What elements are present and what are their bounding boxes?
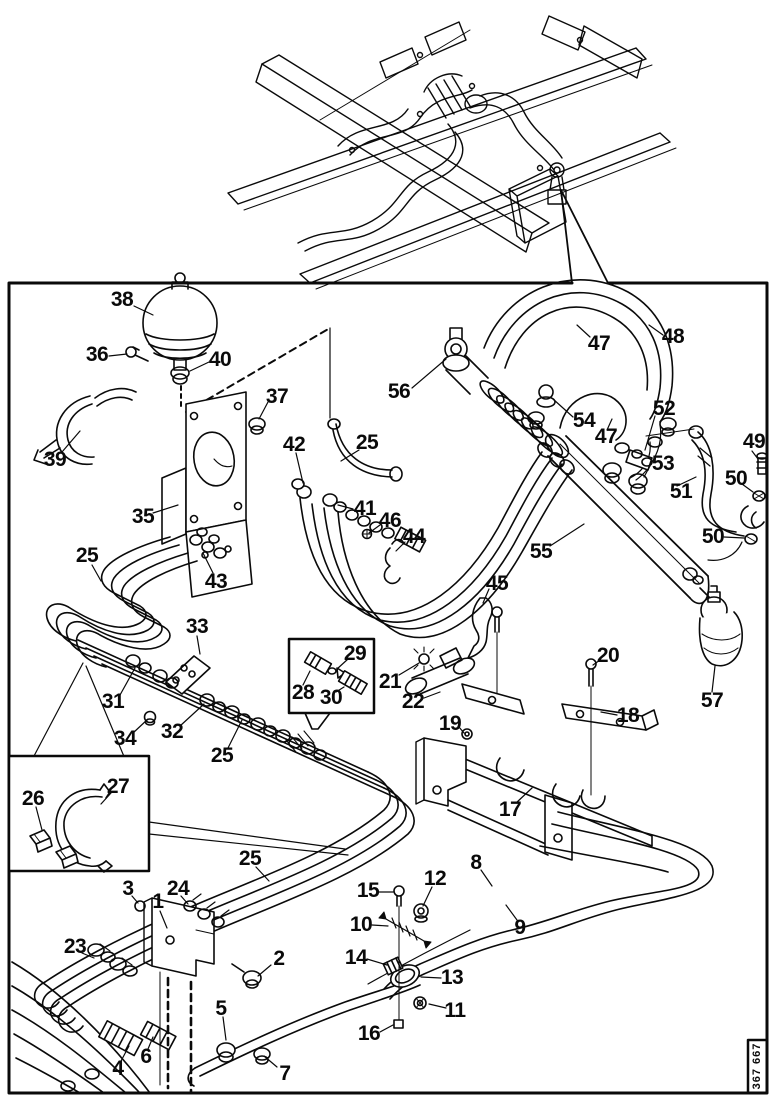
- leader-lines: [35, 305, 759, 1068]
- detail-pointer: [560, 189, 609, 284]
- main-box-border: [7, 281, 769, 1095]
- figure-number: 367 667: [751, 1042, 763, 1090]
- chassis-overview: [227, 15, 677, 290]
- detail-artwork: [7, 272, 768, 1095]
